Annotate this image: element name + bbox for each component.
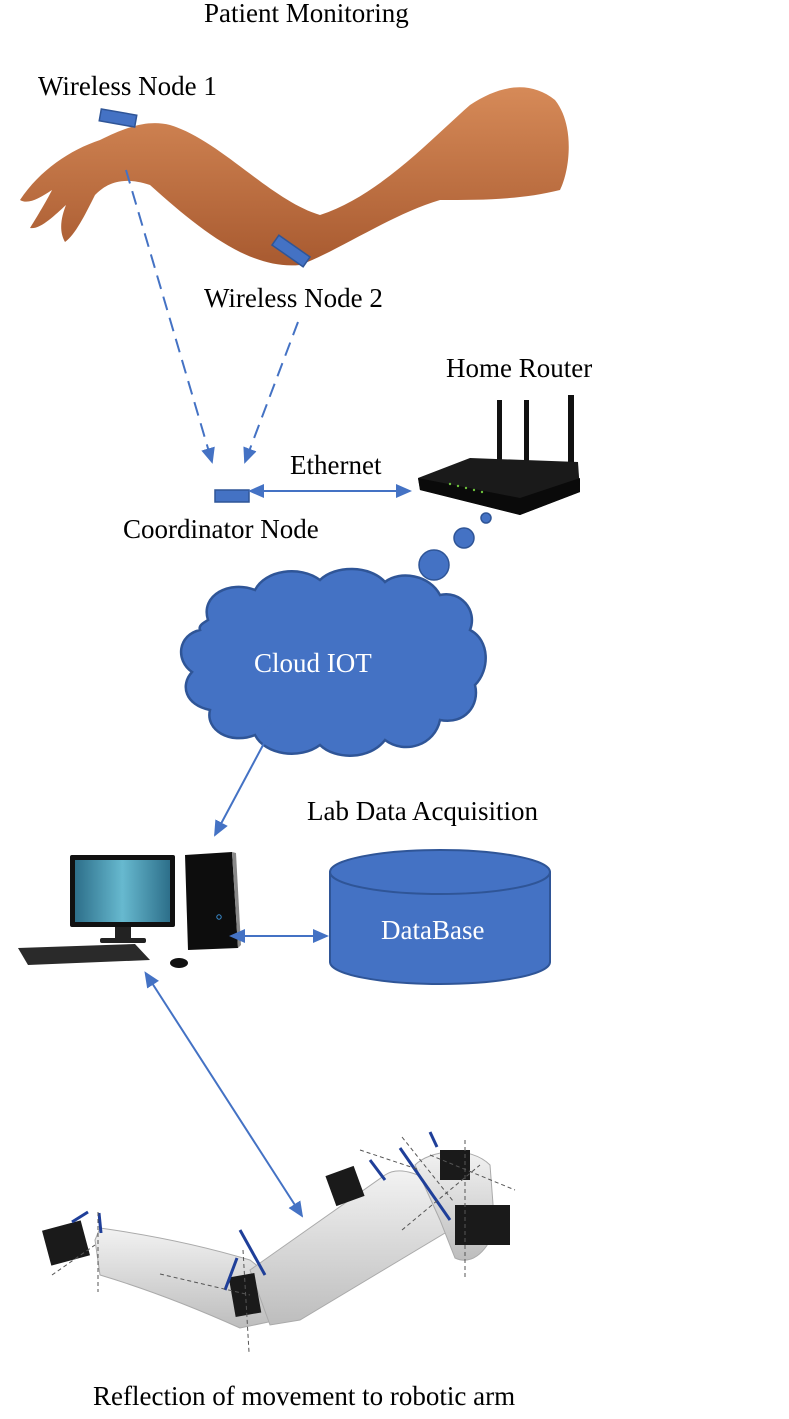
wireless-node-1-label: Wireless Node 1 — [38, 71, 217, 101]
database-label: DataBase — [381, 915, 485, 945]
lab-data-acquisition-label: Lab Data Acquisition — [307, 796, 538, 826]
database-cylinder — [329, 849, 551, 985]
home-router-label: Home Router — [446, 353, 593, 383]
coordinator-node-box — [214, 489, 250, 503]
wireless-link-1 — [125, 169, 215, 464]
cloud-iot-shape — [179, 567, 487, 757]
wifi-router-image — [418, 395, 580, 515]
wireless-node-2-label: Wireless Node 2 — [204, 283, 383, 313]
cloud-bubble-medium — [453, 527, 475, 549]
coordinator-node-label: Coordinator Node — [123, 514, 319, 544]
cloud-computer-link — [214, 719, 277, 837]
cloud-bubble-large — [418, 549, 450, 581]
diagram-title: Patient Monitoring — [204, 0, 409, 28]
desktop-computer-image — [18, 852, 241, 968]
robotic-arm-label: Reflection of movement to robotic arm — [93, 1381, 516, 1411]
robotic-arm-image — [42, 1131, 516, 1353]
wireless-node-1-sensor — [98, 108, 138, 128]
human-arm-image — [20, 87, 569, 266]
ethernet-label: Ethernet — [290, 450, 382, 480]
wireless-link-2 — [243, 321, 299, 464]
cloud-iot-label: Cloud IOT — [254, 648, 372, 678]
computer-robot-link — [144, 971, 304, 1218]
wireless-node-2-sensor — [270, 234, 312, 268]
cloud-bubble-small — [480, 512, 492, 524]
